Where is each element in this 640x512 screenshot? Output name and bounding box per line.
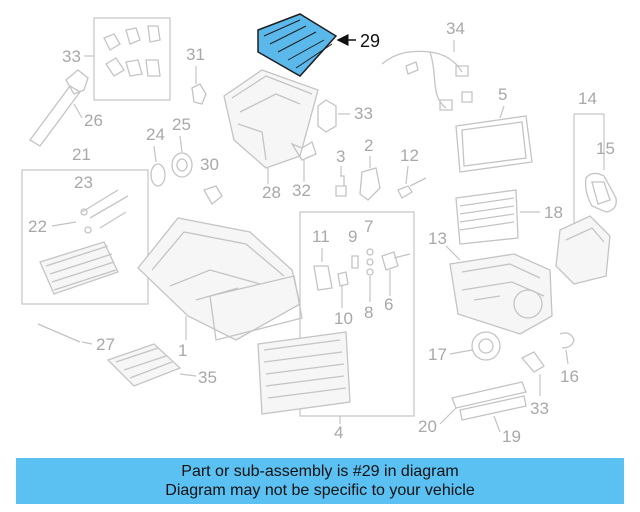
callout-1: 1 [178,341,187,360]
callout-25: 25 [172,115,191,134]
part-27-drain-tube [37,323,81,343]
part-3-bolt [335,175,347,197]
part-10-fitting [337,271,349,287]
banner-line-1: Part or sub-assembly is #29 in diagram [181,463,459,480]
part-18-evaporator-core [455,189,519,245]
callout-15: 15 [596,139,615,158]
callout-33-b: 33 [354,104,373,123]
callout-5: 5 [498,85,507,104]
part-29-cabin-air-filter [257,13,338,77]
callout-24: 24 [146,125,165,144]
callout-4: 4 [334,423,343,442]
callout-27: 27 [96,335,115,354]
part-16-clip [559,332,575,349]
part-14-housing-cover [555,215,611,285]
callout-14: 14 [578,89,597,108]
part-12-screw [397,177,427,199]
part-33-clip-set [93,17,171,101]
callout-8: 8 [364,303,373,322]
callout-33-c: 33 [530,399,549,418]
part-15-seal [584,172,617,213]
callout-19: 19 [502,427,521,446]
callout-30: 30 [200,155,219,174]
part-25-motor [171,152,193,178]
part-2-bracket [359,167,381,201]
callout-10: 10 [334,309,353,328]
part-7-o-rings [366,248,374,276]
callout-23: 23 [74,173,93,192]
callout-28: 28 [262,183,281,202]
callout-21: 21 [72,145,91,164]
callout-18: 18 [544,203,563,222]
callout-2: 2 [364,136,373,155]
part-5-filter-frame [455,115,533,173]
part-31-sensor [191,83,207,105]
callout-33-a: 33 [62,47,81,66]
part-23-pipes [80,189,129,234]
part-21-kit-box [21,169,149,305]
part-32-sensor [290,141,317,161]
part-33-clip-center [317,99,337,133]
callout-9: 9 [348,227,357,246]
callout-29: 29 [360,31,380,51]
part-28-upper-housing [223,69,319,169]
part-6-block [381,251,411,271]
callout-20: 20 [418,417,437,436]
banner-line-2: Diagram may not be specific to your vehi… [165,482,475,499]
part-34-wiring-harness [381,50,473,111]
callout-6: 6 [384,295,393,314]
info-banner: Part or sub-assembly is #29 in diagram D… [16,458,624,504]
part-26-sensor-wand [29,69,89,147]
callout-35: 35 [198,368,217,387]
callout-12: 12 [400,146,419,165]
part-24-grommet [150,163,166,187]
part-35-cover [106,343,182,387]
part-4-evaporator [257,331,351,415]
callout-34: 34 [446,19,465,38]
part-13-blower-housing [449,253,553,335]
callout-32: 32 [292,181,311,200]
callout-3: 3 [336,147,345,166]
callout-13: 13 [428,229,447,248]
part-30-actuator [203,185,223,205]
part-21-heater-core [39,241,119,295]
callout-7: 7 [364,217,373,236]
part-17-blower-motor [471,331,501,361]
part-19-20-trim [451,381,527,421]
callout-26: 26 [84,111,103,130]
callout-17: 17 [428,345,447,364]
callout-31: 31 [186,45,205,64]
parts-diagram: 33 26 31 29 28 33 24 25 30 [21,13,617,446]
callout-22: 22 [28,217,47,236]
callout-11: 11 [312,227,330,246]
callout-16: 16 [560,367,579,386]
part-11-valve [313,265,333,291]
part-1-lower-case [137,217,303,341]
part-4-kit-box [299,211,415,417]
part-9-seal [351,255,359,269]
part-33-resistor [520,351,545,373]
